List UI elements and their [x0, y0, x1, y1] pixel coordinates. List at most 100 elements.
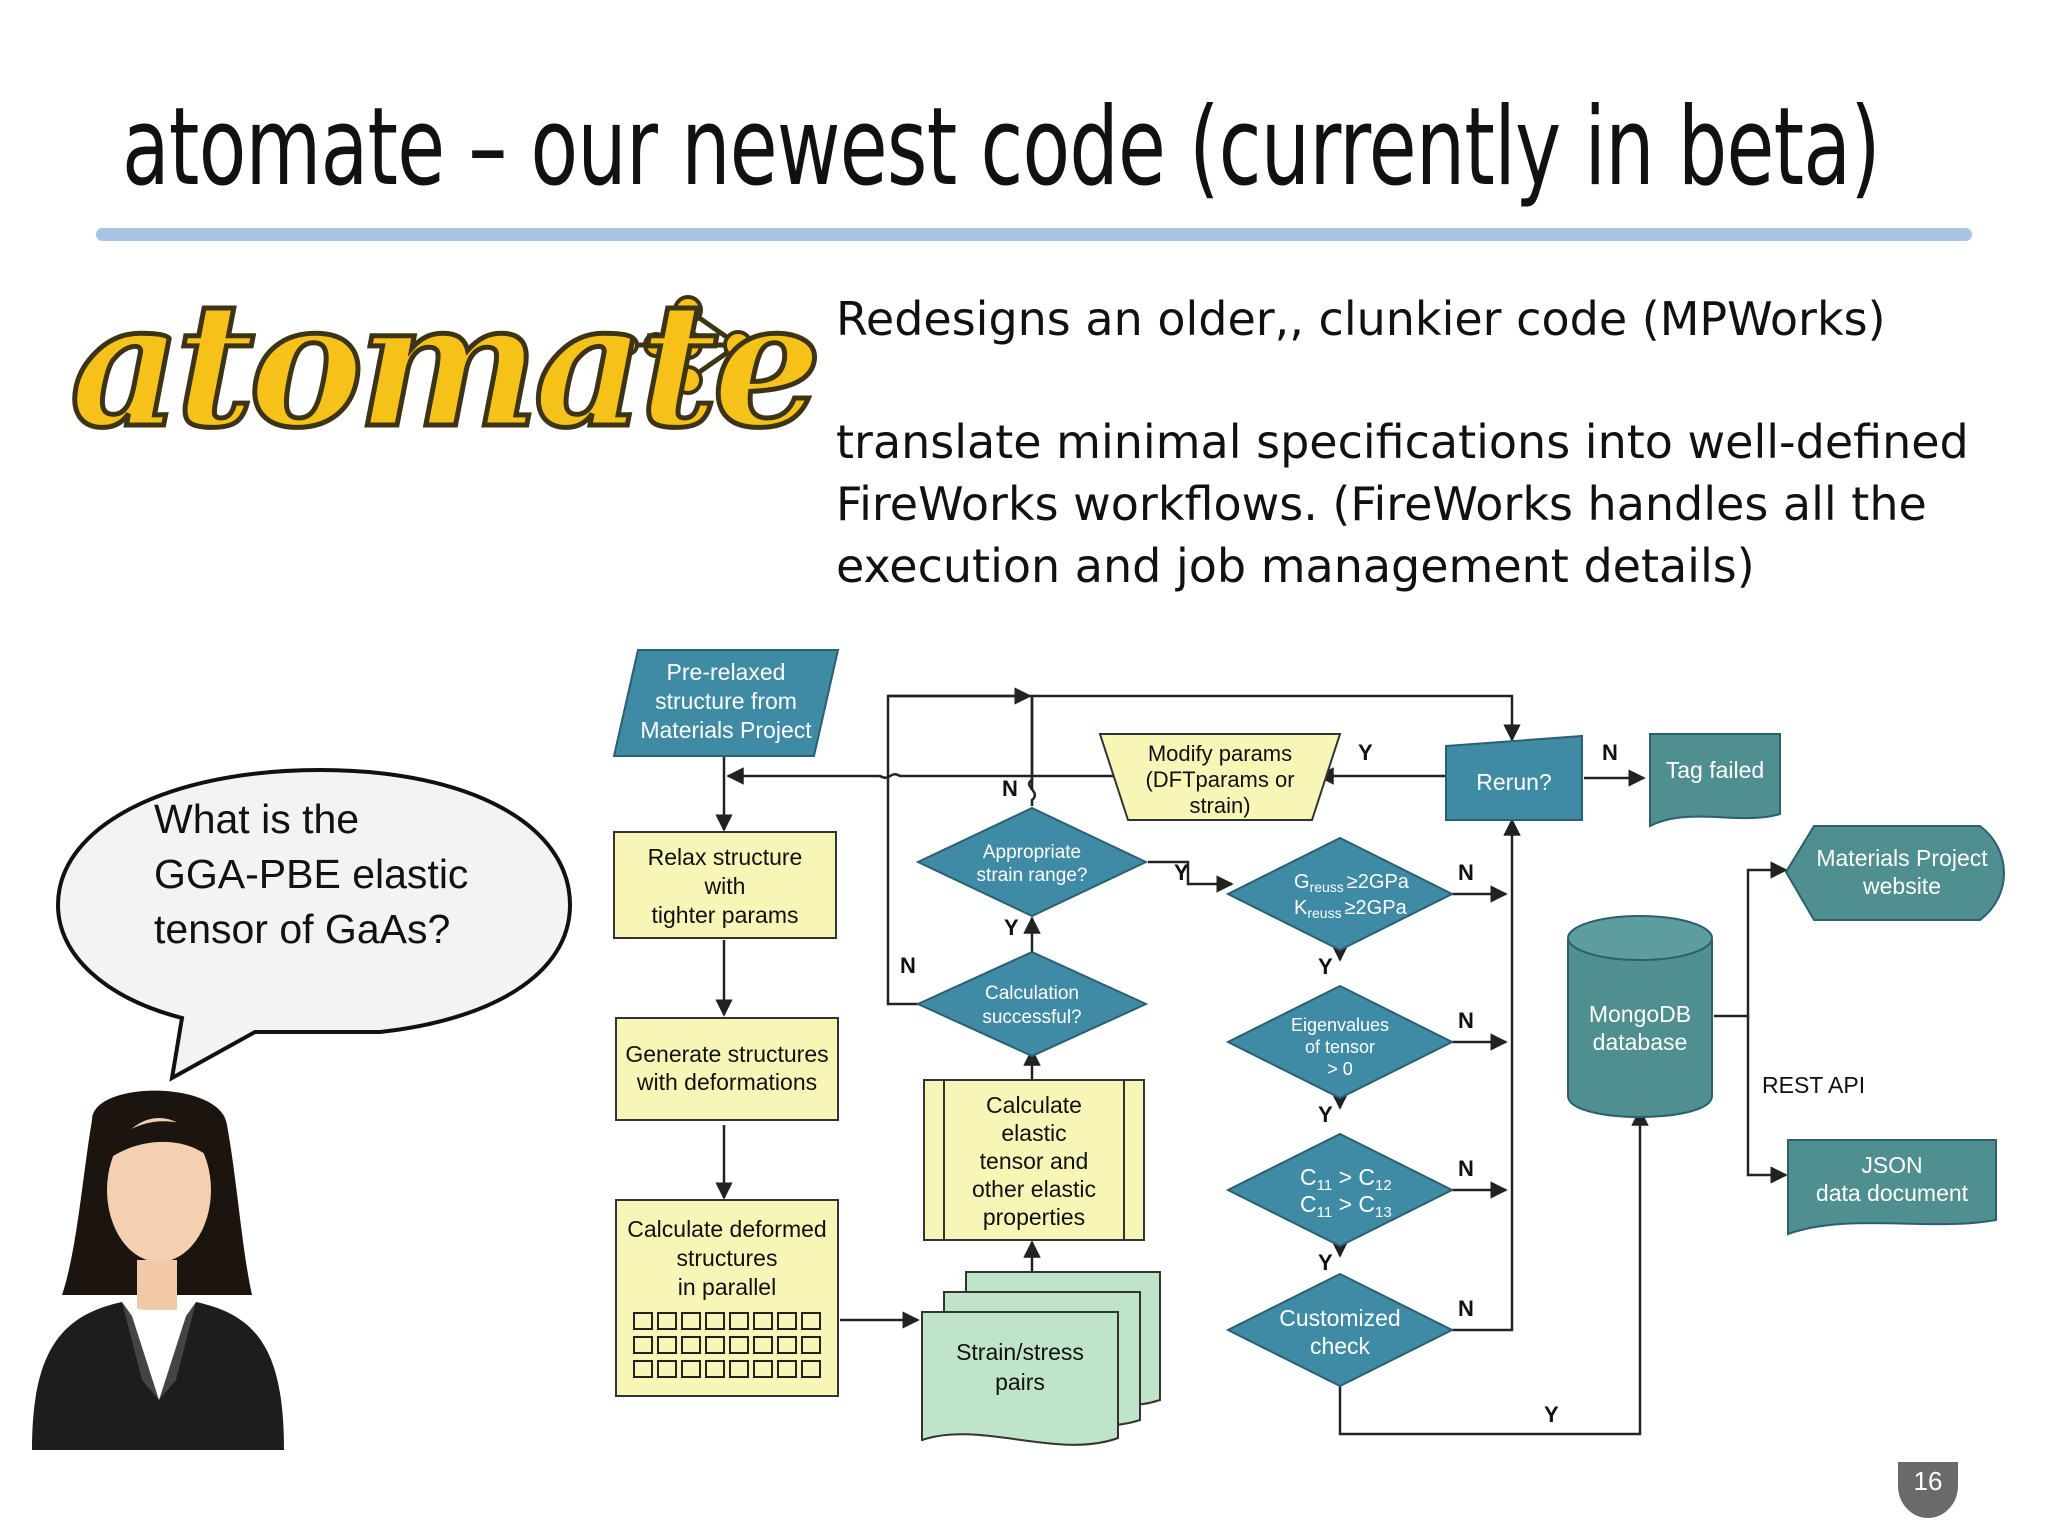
mongodb-database-node: MongoDB database — [1567, 915, 1713, 1118]
node-label: with — [704, 873, 746, 899]
branch-label-n: N — [1002, 776, 1018, 801]
node-label: pairs — [995, 1369, 1045, 1395]
subscript-12: 12 — [1375, 1177, 1392, 1194]
node-label: Customized — [1279, 1305, 1400, 1331]
branch-label-n: N — [1602, 740, 1618, 765]
connector — [1338, 1108, 1649, 1436]
node-label: Relax structure — [648, 844, 803, 870]
node-label: Modify params — [1148, 741, 1292, 766]
reuss-subscript: reuss — [1310, 879, 1344, 895]
c-symbol: C — [1300, 1191, 1317, 1217]
connector — [1746, 1016, 1788, 1184]
node-label: strain) — [1189, 793, 1250, 818]
node-label: (DFTparams or — [1145, 767, 1294, 792]
description-line: translate minimal specifications into we… — [836, 415, 1969, 469]
connector — [1027, 696, 1037, 806]
strain-range-decision: Appropriate strain range? — [915, 806, 1149, 918]
c11-c13-label: C11 > C13 — [1300, 1191, 1392, 1221]
k-threshold: ≥2GPa — [1345, 897, 1408, 919]
connector — [1032, 694, 1521, 742]
page-number: 16 — [1913, 1466, 1943, 1496]
title-divider — [96, 228, 1972, 241]
node-label: Calculation — [985, 983, 1079, 1004]
tag-failed-node: Tag failed — [1649, 733, 1781, 828]
branch-label-n: N — [1458, 1296, 1474, 1321]
node-label: Appropriate — [983, 842, 1081, 863]
branch-label-y: Y — [1318, 1102, 1333, 1127]
logo-node-icon — [617, 295, 753, 395]
node-label: with deformations — [636, 1069, 817, 1095]
moduli-decision: Greuss≥2GPa Kreuss≥2GPa — [1225, 836, 1455, 952]
modify-params-node: Modify params (DFTparams or strain) — [1098, 733, 1342, 821]
branch-label-y: Y — [1004, 915, 1019, 940]
subscript-13: 13 — [1375, 1204, 1392, 1221]
calculate-deformed-node: Calculate deformed structures in paralle… — [615, 1199, 839, 1397]
atomate-logo-graphic — [617, 295, 753, 395]
speech-bubble — [55, 767, 573, 1082]
flow-connectors — [715, 687, 1788, 1436]
calculate-elastic-tensor-node: Calculate elastic tensor and other elast… — [923, 1079, 1145, 1241]
g-threshold: ≥2GPa — [1347, 871, 1410, 893]
node-label: database — [1593, 1029, 1688, 1055]
node-label: structures — [677, 1245, 778, 1271]
node-label: Calculate deformed — [627, 1216, 826, 1242]
node-label: strain range? — [977, 865, 1088, 886]
node-label: check — [1310, 1333, 1371, 1359]
c-symbol: C — [1300, 1164, 1317, 1190]
moduli-k-label: Kreuss≥2GPa — [1294, 897, 1408, 921]
rerun-decision: Rerun? — [1445, 734, 1583, 821]
calculation-successful-decision: Calculation successful? — [915, 950, 1149, 1058]
branch-label-y: Y — [1358, 740, 1373, 765]
k-symbol: K — [1294, 897, 1308, 919]
branch-label-n: N — [900, 953, 916, 978]
node-label: properties — [983, 1204, 1085, 1230]
branch-label-y: Y — [1318, 954, 1333, 979]
node-label: Pre-relaxed — [667, 659, 786, 685]
branch-label-n: N — [1458, 1156, 1474, 1181]
node-label: elastic — [1001, 1120, 1066, 1146]
strain-stress-pairs-node: Strain/stress pairs — [921, 1271, 1161, 1446]
connector — [1714, 861, 1788, 1018]
bubble-line: GGA-PBE elastic — [154, 851, 469, 897]
node-label: Strain/stress — [956, 1339, 1084, 1365]
atomate-logo-text: atomate — [68, 263, 825, 466]
branch-label-n: N — [1458, 1008, 1474, 1033]
intro-paragraph: Redesigns an older,, clunkier code (MPWo… — [836, 292, 1886, 346]
generate-structures-node: Generate structures with deformations — [615, 1017, 839, 1121]
relax-structure-node: Relax structure with tighter params — [613, 831, 837, 939]
g-symbol: G — [1294, 871, 1310, 893]
bubble-question: What is the GGA-PBE elastic tensor of Ga… — [154, 792, 468, 957]
node-label: Calculate — [986, 1092, 1082, 1118]
json-document-node: JSON data document — [1787, 1139, 1997, 1236]
stiffness-decision: C11 > C12 C11 > C13 — [1225, 1132, 1455, 1248]
elastic-workflow-flowchart: Pre-relaxed structure from Materials Pro… — [612, 649, 2005, 1446]
node-label: Materials Project — [640, 717, 812, 743]
branch-label-y: Y — [1544, 1402, 1559, 1427]
branch-label-y: Y — [1318, 1250, 1333, 1275]
node-label: Eigenvalues — [1291, 1015, 1389, 1035]
subscript-11: 11 — [1317, 1177, 1333, 1194]
reuss-subscript: reuss — [1307, 905, 1341, 921]
subscript-11: 11 — [1317, 1204, 1333, 1221]
branch-label-n: N — [1458, 860, 1474, 885]
bubble-line: tensor of GaAs? — [154, 906, 451, 952]
node-label: structure from — [655, 688, 797, 714]
rest-api-label: REST API — [1762, 1072, 1865, 1098]
connector — [726, 767, 1120, 785]
node-label: website — [1862, 873, 1941, 899]
node-label: successful? — [982, 1007, 1081, 1028]
node-label: other elastic — [972, 1176, 1096, 1202]
greater-than: > C — [1332, 1164, 1375, 1190]
customized-check-decision: Customized check — [1225, 1272, 1455, 1388]
input-structure-node: Pre-relaxed structure from Materials Pro… — [612, 649, 840, 757]
description-line: FireWorks workflows. (FireWorks handles … — [836, 477, 1927, 531]
parallel-jobs-grid-icon — [633, 1312, 821, 1378]
node-label: Rerun? — [1476, 769, 1551, 795]
branch-label-y: Y — [1174, 860, 1189, 885]
node-label: Materials Project — [1816, 845, 1988, 871]
greater-than: > C — [1332, 1191, 1375, 1217]
node-label: Generate structures — [625, 1041, 828, 1067]
node-label: data document — [1816, 1180, 1969, 1206]
node-label: tensor and — [980, 1148, 1089, 1174]
moduli-g-label: Greuss≥2GPa — [1294, 871, 1410, 895]
